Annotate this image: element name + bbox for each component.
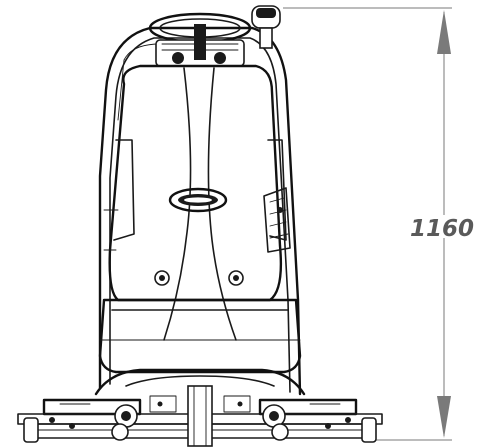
dimension-arrow-up-icon xyxy=(437,10,451,54)
front-wheel-left-icon xyxy=(111,404,138,441)
brush-deck xyxy=(17,368,383,447)
lower-front-panel xyxy=(98,298,302,374)
dimension-arrow-down-icon xyxy=(437,396,451,438)
front-wheel-right-icon xyxy=(262,404,289,441)
deck-detail xyxy=(59,395,341,413)
side-caster-right-icon xyxy=(325,417,377,443)
bolt-left-center-icon xyxy=(159,275,165,281)
bolt-right-center-icon xyxy=(233,275,239,281)
side-control-lever xyxy=(263,187,291,253)
brand-badge-icon xyxy=(168,187,228,213)
height-dimension-label: 1160 xyxy=(410,216,474,242)
steering-wheel xyxy=(148,12,252,67)
beacon-light xyxy=(251,5,281,49)
body-cover xyxy=(103,64,287,341)
height-dimension: 1160 xyxy=(283,7,474,441)
side-caster-left-icon xyxy=(23,417,75,443)
